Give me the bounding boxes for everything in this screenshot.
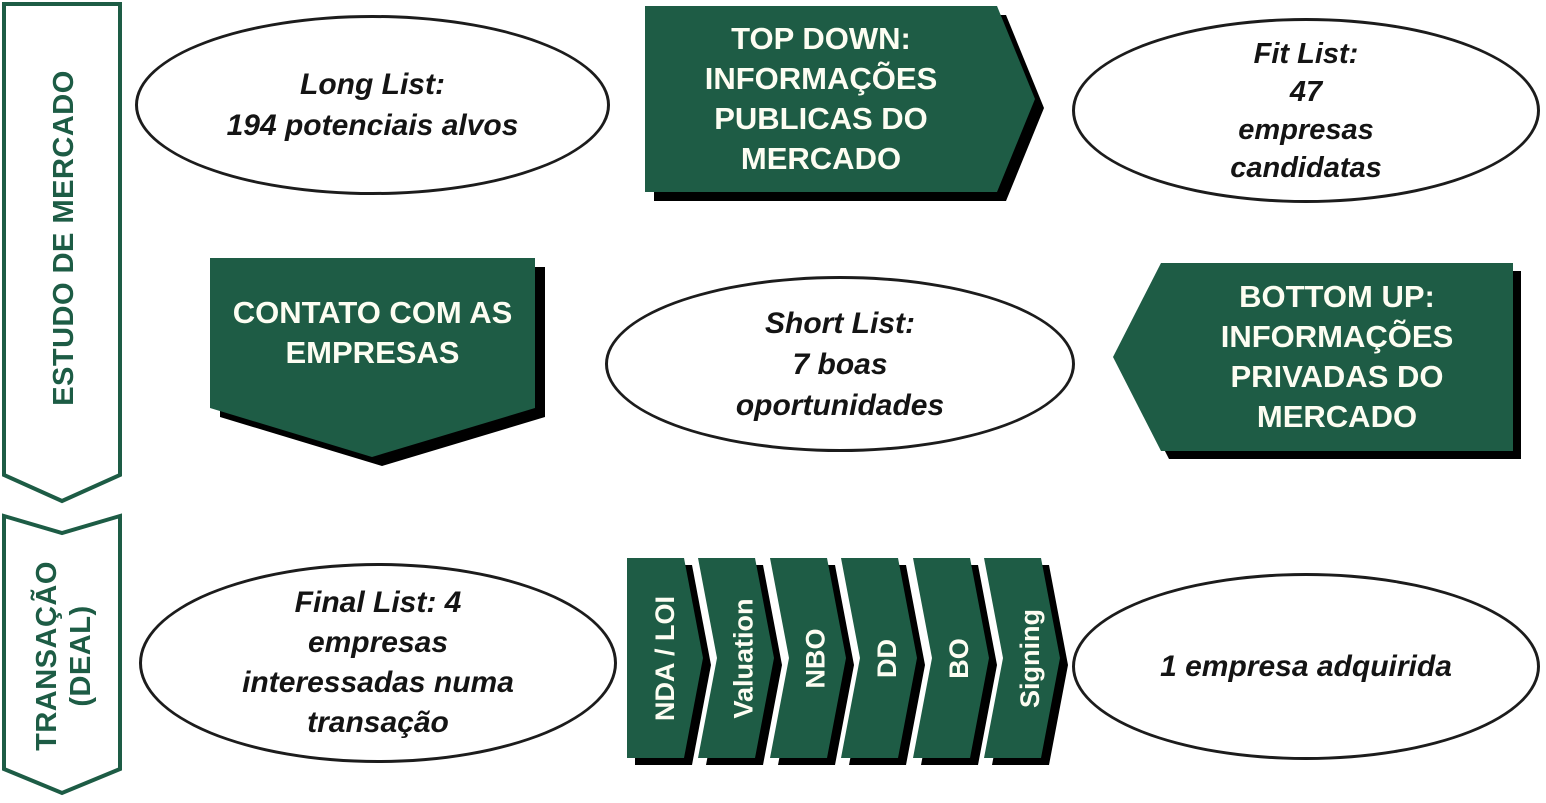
deal-step-nbo-label: NBO bbox=[800, 628, 831, 688]
ellipse-final-list-line4: transação bbox=[307, 706, 449, 739]
ellipse-fit-list-line3: empresas bbox=[1238, 113, 1374, 146]
ellipse-acquired-line1: 1 empresa adquirida bbox=[1160, 650, 1452, 683]
ellipse-fit-list-line4: candidatas bbox=[1230, 151, 1382, 184]
phase-banner-transaction: TRANSAÇÃO (DEAL) bbox=[2, 513, 126, 798]
ellipse-fit-list: Fit List: 47 empresas candidatas bbox=[1072, 18, 1540, 203]
arrow-top-down: TOP DOWN: INFORMAÇÕES PUBLICAS DO MERCAD… bbox=[645, 6, 1049, 206]
deal-step-valuation-label: Valuation bbox=[728, 597, 759, 719]
deal-step-nda-loi: NDA / LOI bbox=[627, 558, 717, 770]
arrow-contact-line2: EMPRESAS bbox=[285, 335, 460, 370]
ellipse-fit-list-line1: Fit List: bbox=[1253, 37, 1359, 70]
ellipse-short-list-line2: 7 boas bbox=[792, 347, 888, 381]
chevron-right-shape bbox=[770, 558, 854, 765]
ellipse-long-list-line2: 194 potenciais alvos bbox=[226, 109, 519, 142]
ellipse-final-list-line1: Final List: 4 bbox=[294, 586, 462, 619]
chevron-right-shape bbox=[698, 558, 782, 765]
banner-pointer-down-shape bbox=[2, 2, 122, 504]
arrow-bottom-up-line2: INFORMAÇÕES bbox=[1220, 319, 1454, 354]
ellipse-short-list-line1: Short List: bbox=[765, 306, 915, 340]
arrow-top-down-line2: INFORMAÇÕES bbox=[704, 61, 938, 96]
phase-banner-transaction-label: TRANSAÇÃO (DEAL) bbox=[30, 561, 98, 751]
ellipse-final-list: Final List: 4 empresas interessadas numa… bbox=[139, 563, 617, 763]
deal-step-nda-loi-label: NDA / LOI bbox=[649, 595, 680, 721]
deal-step-signing: Signing bbox=[984, 558, 1074, 770]
deal-step-valuation: Valuation bbox=[698, 558, 788, 770]
ellipse-final-list-line2: empresas bbox=[307, 626, 449, 659]
arrow-top-down-line3: PUBLICAS DO bbox=[714, 101, 928, 136]
deal-step-nbo: NBO bbox=[770, 558, 860, 770]
left-arrow-shape bbox=[1113, 263, 1521, 459]
arrow-contact-line1: CONTATO COM AS bbox=[232, 295, 513, 330]
deal-step-signing-label: Signing bbox=[1014, 608, 1045, 708]
chevron-right-shape bbox=[984, 558, 1068, 765]
chevron-right-shape bbox=[627, 558, 711, 765]
right-arrow-shape bbox=[645, 6, 1044, 201]
phase-banner-transaction-line1: TRANSAÇÃO bbox=[31, 560, 63, 751]
deal-step-bo-label: BO bbox=[943, 637, 974, 679]
ellipse-fit-list-line2: 47 bbox=[1289, 75, 1323, 108]
arrow-bottom-up-line3: PRIVADAS DO bbox=[1230, 359, 1444, 394]
arrow-top-down-line4: MERCADO bbox=[740, 141, 902, 176]
deal-step-dd: DD bbox=[841, 558, 931, 770]
down-arrow-shape bbox=[210, 258, 545, 466]
ellipse-final-list-line3: interessadas numa bbox=[242, 666, 514, 699]
arrow-bottom-up-line4: MERCADO bbox=[1256, 399, 1418, 434]
deal-step-bo: BO bbox=[913, 558, 1003, 770]
ellipse-short-list: Short List: 7 boas oportunidades bbox=[605, 276, 1075, 452]
banner-chevron-down-shape bbox=[2, 513, 122, 796]
arrow-bottom-up-line1: BOTTOM UP: bbox=[1239, 279, 1435, 314]
arrow-contact-companies: CONTATO COM AS EMPRESAS bbox=[210, 258, 550, 470]
phase-banner-transaction-line2: (DEAL) bbox=[65, 604, 97, 707]
ellipse-long-list-line1: Long List: bbox=[300, 68, 445, 101]
ellipse-acquired: 1 empresa adquirida bbox=[1072, 573, 1540, 760]
phase-banner-market-study: ESTUDO DE MERCADO bbox=[2, 1, 126, 506]
chevron-right-shape bbox=[841, 558, 925, 765]
ellipse-short-list-line3: oportunidades bbox=[735, 388, 945, 422]
arrow-top-down-line1: TOP DOWN: bbox=[731, 21, 911, 56]
phase-banner-market-study-label: ESTUDO DE MERCADO bbox=[48, 70, 81, 407]
ellipse-long-list: Long List: 194 potenciais alvos bbox=[135, 15, 610, 195]
chevron-right-shape bbox=[913, 558, 997, 765]
arrow-bottom-up: BOTTOM UP: INFORMAÇÕES PRIVADAS DO MERCA… bbox=[1113, 263, 1523, 461]
deal-step-dd-label: DD bbox=[871, 638, 902, 678]
